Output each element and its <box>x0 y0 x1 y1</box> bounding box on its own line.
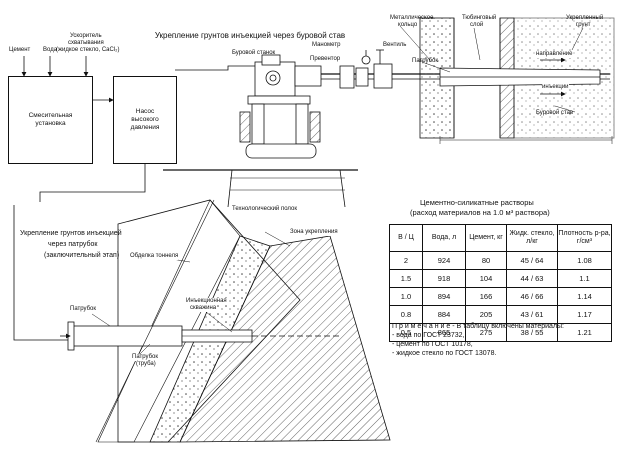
table-cell: 894 <box>422 287 466 306</box>
table-row: 1.5 918 104 44 / 63 1.1 <box>389 269 612 288</box>
nozzle-injection-section <box>60 199 391 443</box>
table-header-cell: В / Ц <box>389 224 423 252</box>
table-cell: 45 / 64 <box>506 251 558 270</box>
mix-table: В / Ц Вода, л Цемент, кг Жидк. стекло, л… <box>389 224 612 342</box>
nozzle-pipe-label-2: (труба) <box>136 361 156 368</box>
table-row: 0.8 884 205 43 / 61 1.17 <box>389 305 612 324</box>
tubing-label-1: Тюбинговый <box>462 15 497 21</box>
table-cell: 1.1 <box>557 269 612 288</box>
table-cell: 166 <box>465 287 507 306</box>
note-line: - вода по ГОСТ 23732, <box>392 332 465 339</box>
table-cell: 205 <box>465 305 507 324</box>
tech-floor-label: Технологический полок <box>232 206 297 212</box>
table-row: 0.5 865 275 38 / 55 1.21 <box>389 323 612 342</box>
table-cell: 1.08 <box>557 251 612 270</box>
metal-ring-label-2: кольцо <box>398 22 418 28</box>
pump-unit-box: Насос высокого давления <box>113 76 177 164</box>
table-header-cell: Плотность р-ра, г/см³ <box>557 224 612 252</box>
pump-unit-label-3: давления <box>130 124 160 131</box>
input-accelerator-label-1: Ускоритель <box>70 33 102 39</box>
note-line: - жидкое стекло по ГОСТ 13078. <box>392 350 497 357</box>
metal-ring-label-1: Металлическое <box>390 15 434 21</box>
table-title-1: Цементно-силикатные растворы <box>420 198 534 207</box>
input-accelerator-label-2: схватывания <box>68 40 104 46</box>
table-row: 1.0 894 166 46 / 66 1.14 <box>389 287 612 306</box>
table-cell: 1.14 <box>557 287 612 306</box>
table-cell: 38 / 55 <box>506 323 558 342</box>
table-cell: 884 <box>422 305 466 324</box>
mixing-unit-label-1: Смесительная <box>28 112 73 119</box>
tunnel-wall-section <box>399 17 615 144</box>
table-cell: 2 <box>389 251 423 270</box>
input-water-label: Вода <box>43 47 58 53</box>
table-header-row: В / Ц Вода, л Цемент, кг Жидк. стекло, л… <box>389 224 612 252</box>
bottom-diagram-title-3: (заключительный этап) <box>44 252 120 259</box>
table-cell: 1.5 <box>389 269 423 288</box>
strengthened-soil-label-1: Укрепленный <box>566 15 604 21</box>
drill-rig-machine <box>239 49 393 159</box>
manometer-label: Манометр <box>312 42 341 48</box>
pump-unit-label-2: высокого <box>131 116 159 123</box>
table-header-cell: Жидк. стекло, л/кг <box>506 224 558 252</box>
input-accelerator-label-3: (жидкое стекло, CaCl₂) <box>56 47 120 53</box>
table-cell: 1.17 <box>557 305 612 324</box>
top-diagram-title: Укрепление грунтов инъекцией через буров… <box>154 31 346 40</box>
table-cell: 924 <box>422 251 466 270</box>
bottom-nozzle-label: Патрубок <box>70 306 97 312</box>
top-nozzle-label: Патрубок <box>412 58 439 64</box>
bottom-diagram-title-1: Укрепление грунтов инъекцией <box>20 230 122 237</box>
table-header-cell: Цемент, кг <box>465 224 507 252</box>
table-cell: 0.8 <box>389 305 423 324</box>
input-arrows <box>21 56 89 77</box>
table-cell: 80 <box>465 251 507 270</box>
strengthening-zone-label: Зона укрепления <box>290 229 338 236</box>
injection-well-label-2: скважина <box>190 305 217 312</box>
table-header-cell: Вода, л <box>422 224 466 252</box>
table-cell: 918 <box>422 269 466 288</box>
table-note: П р и м е ч а н и е - В таблицу включены… <box>392 322 617 358</box>
table-title-2: (расход материалов на 1.0 м³ раствора) <box>410 208 550 217</box>
note-line: П р и м е ч а н и е - В таблицу включены… <box>392 323 565 330</box>
injection-well-label-1: Инъекционная <box>186 298 227 305</box>
strengthened-soil-label-2: грунт <box>576 22 591 28</box>
table-cell: 865 <box>422 323 466 342</box>
table-cell: 1.0 <box>389 287 423 306</box>
note-line: - цемент по ГОСТ 10178, <box>392 341 473 348</box>
table-cell: 104 <box>465 269 507 288</box>
table-row: 2 924 80 45 / 64 1.08 <box>389 251 612 270</box>
tubing-label-2: слой <box>470 22 484 28</box>
valve-label: Вентиль <box>383 42 407 48</box>
bottom-diagram-title-2: через патрубок <box>48 241 98 248</box>
input-cement-label: Цемент <box>9 47 31 53</box>
table-cell: 1.21 <box>557 323 612 342</box>
nozzle-pipe-label-1: Патрубок <box>132 354 159 361</box>
table-cell: 46 / 66 <box>506 287 558 306</box>
mixing-unit-label-2: установка <box>35 120 66 127</box>
injection-direction-label-2: инъекции <box>542 84 569 91</box>
table-cell: 43 / 61 <box>506 305 558 324</box>
preventer-label: Превентор <box>310 56 341 62</box>
table-cell: 44 / 63 <box>506 269 558 288</box>
drill-rig-label: Буровой станок <box>232 50 276 56</box>
pump-unit-label-1: Насос <box>135 108 155 115</box>
table-cell: 0.5 <box>389 323 423 342</box>
lining-label: Обделка тоннеля <box>130 253 179 260</box>
mixing-unit-box: Смесительная установка <box>8 76 93 164</box>
injection-direction-label-1: направление <box>536 51 573 58</box>
drill-rod-label: Буровой став <box>536 110 574 116</box>
